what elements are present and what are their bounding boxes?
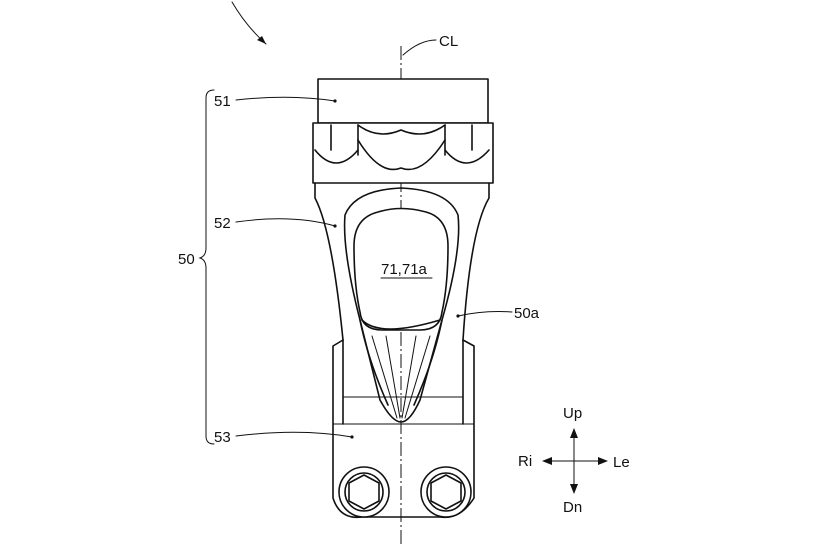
leader-53	[235, 431, 353, 438]
direction-down: Dn	[563, 499, 582, 516]
label-53: 53	[214, 429, 231, 446]
leader-52	[235, 218, 336, 227]
reference-arrow	[231, 1, 267, 45]
cl-label: CL	[439, 33, 458, 50]
front-face	[343, 187, 460, 423]
direction-left: Le	[613, 454, 630, 471]
cl-leader	[402, 39, 437, 56]
label-52: 52	[214, 215, 231, 232]
label-50a: 50a	[514, 305, 540, 322]
bracket-50	[198, 89, 215, 445]
leader-50a	[457, 311, 513, 317]
direction-up: Up	[563, 405, 582, 422]
bolt-left	[338, 466, 390, 518]
window-opening	[353, 207, 449, 331]
label-51: 51	[214, 93, 231, 110]
label-71: 71,71a	[381, 261, 428, 278]
label-50: 50	[178, 251, 195, 268]
direction-indicator	[542, 428, 608, 494]
bolt-right	[420, 466, 472, 518]
leader-51	[235, 96, 336, 102]
direction-right: Ri	[518, 453, 532, 470]
stem-body	[314, 182, 490, 519]
top-cap	[317, 78, 489, 124]
clamp-band	[312, 122, 494, 184]
